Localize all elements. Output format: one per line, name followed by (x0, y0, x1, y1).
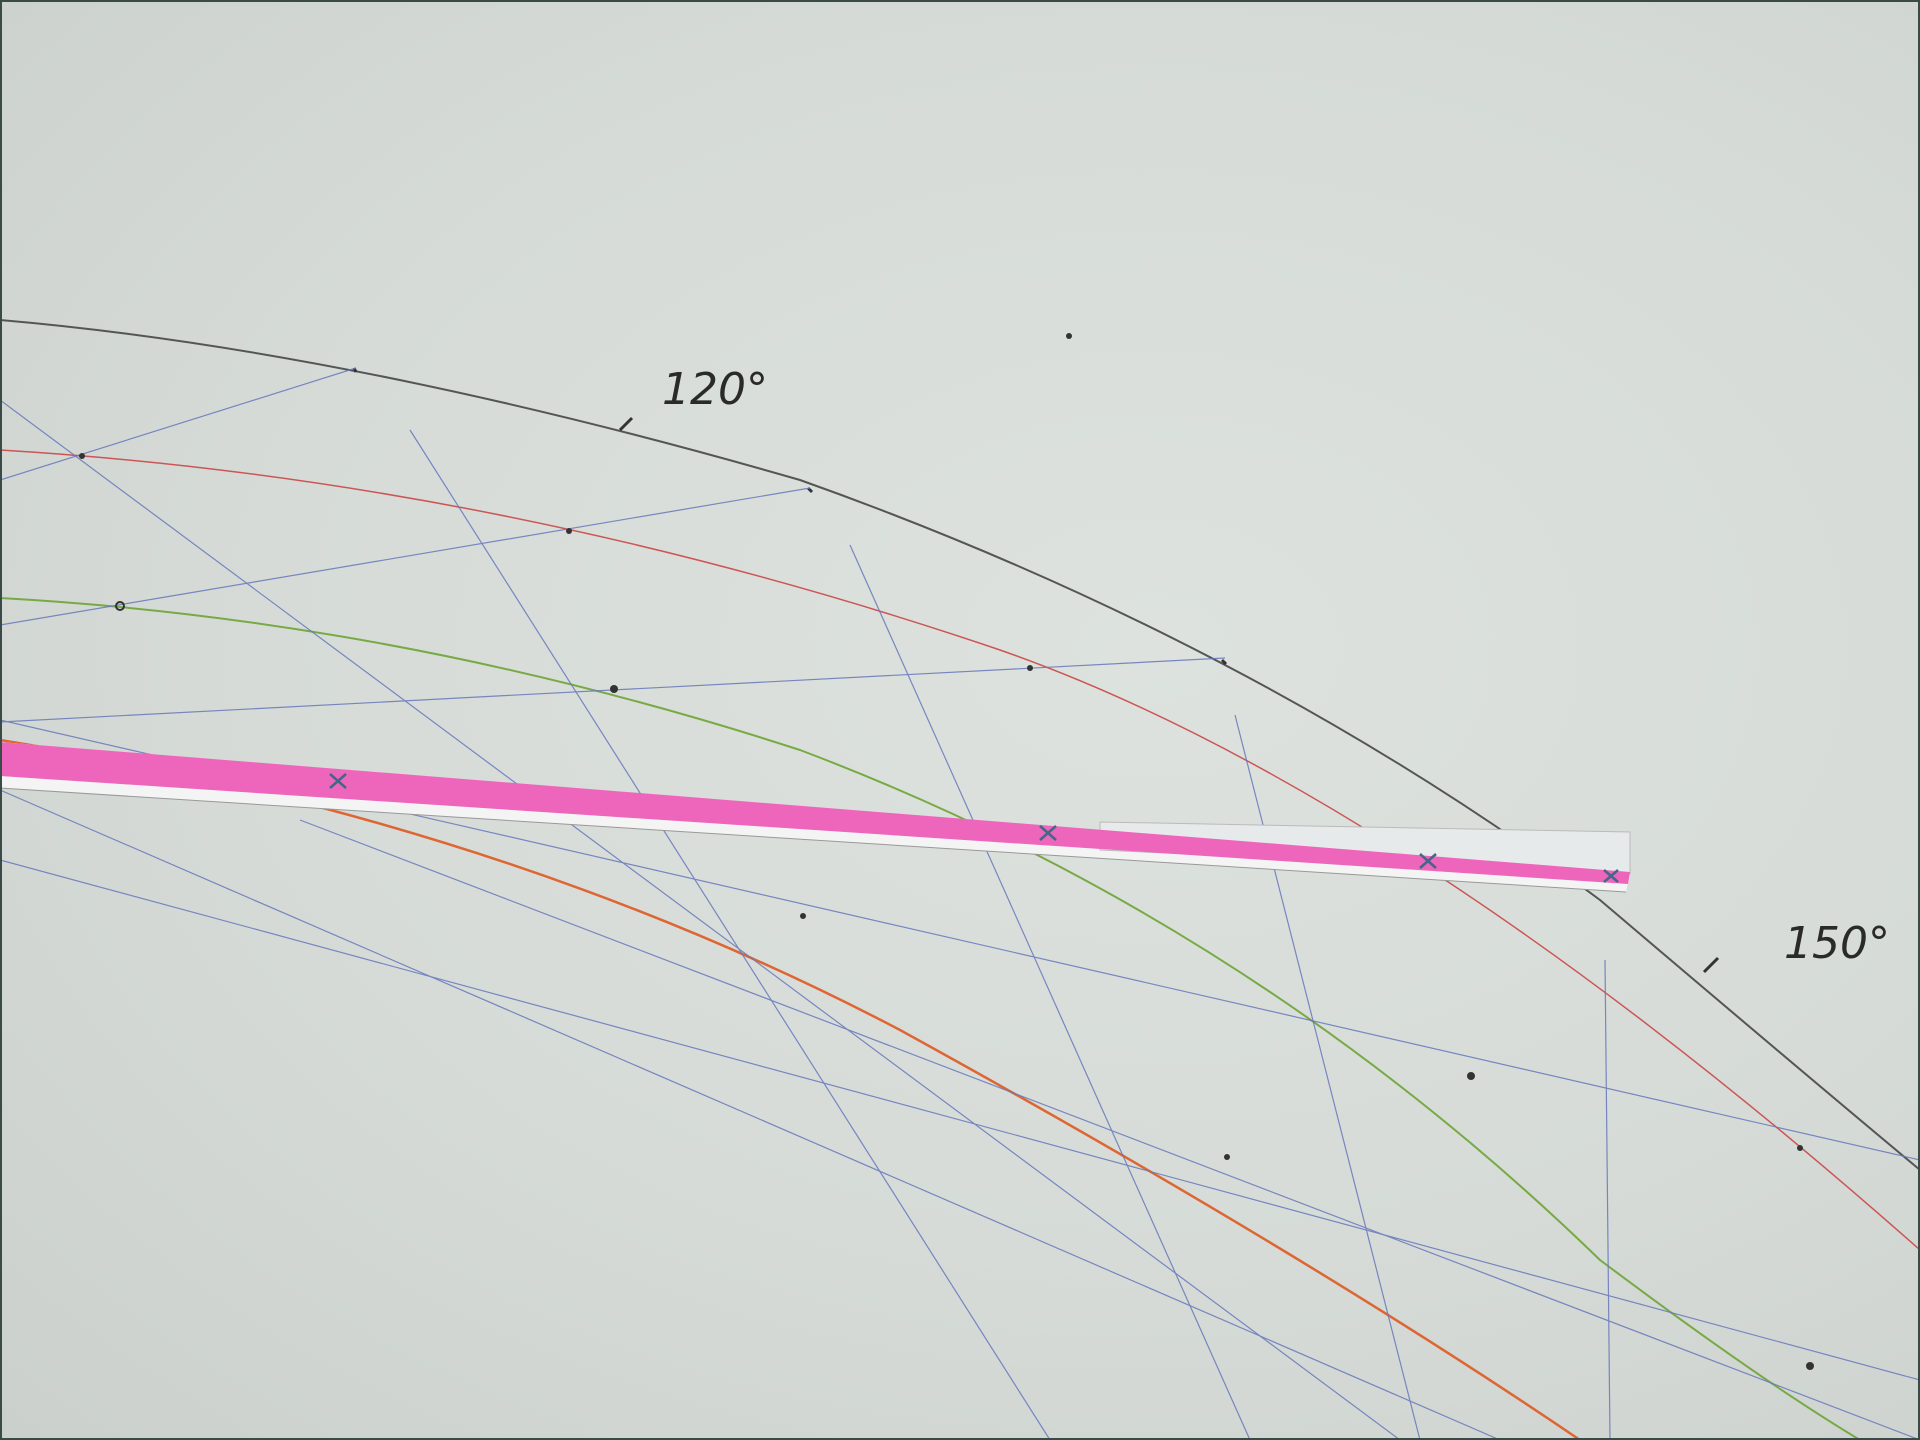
outer-arc (0, 319, 1920, 1171)
angle-label-120: 120° (662, 364, 768, 415)
green-arc (0, 597, 1861, 1440)
blue-construction-lines (0, 367, 1920, 1440)
red-arc-upper (0, 449, 1920, 1251)
intersection-marks (79, 333, 1814, 1370)
strip-x-marks (329, 773, 1619, 883)
pink-paper-strip (0, 742, 1631, 893)
angle-label-150: 150° (1784, 918, 1890, 969)
